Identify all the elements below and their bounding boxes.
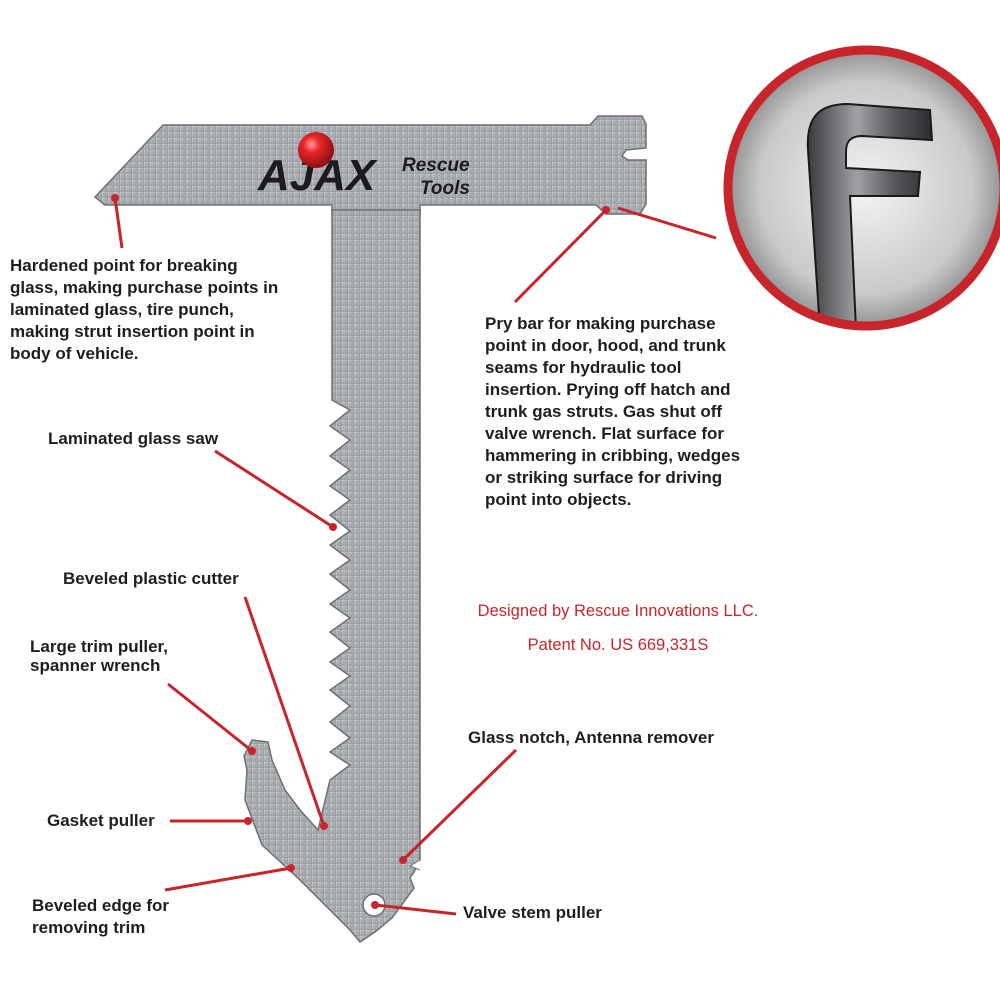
ajax-logo-sub-2: Tools <box>420 178 470 199</box>
credit-designer: Designed by Rescue Innovations LLC. <box>477 602 759 620</box>
ajax-logo: AJAX Rescue Tools <box>257 132 470 200</box>
credit-block: Designed by Rescue Innovations LLC. Pate… <box>455 586 781 671</box>
callout-large-trim-puller: Large trim puller, spanner wrench <box>30 637 168 675</box>
leader-trim-puller <box>167 682 253 753</box>
glass-notch <box>408 859 421 871</box>
leader-plastic-cutter <box>243 596 326 827</box>
leader-dots <box>111 194 610 909</box>
leader-pry-bar <box>513 208 608 304</box>
credit-patent: Patent No. US 669,331S <box>527 636 709 654</box>
red-ball-icon <box>298 132 334 168</box>
leader-glass-notch <box>401 748 518 862</box>
leader-valve-stem <box>374 903 457 916</box>
leader-beveled-edge <box>164 866 292 892</box>
tool-shaft <box>243 209 421 943</box>
callout-valve-stem-puller: Valve stem puller <box>463 903 602 922</box>
hook-closeup-shape <box>806 102 934 326</box>
leader-hardened-point <box>113 197 124 249</box>
pry-hook-closeup <box>723 45 1000 331</box>
leader-closeup <box>617 206 717 240</box>
callout-hardened-point: Hardened point for breaking glass, makin… <box>10 256 279 363</box>
callout-beveled-edge: Beveled edge for removing trim <box>32 896 169 937</box>
ajax-logo-sub-1: Rescue <box>402 155 470 176</box>
callout-laminated-glass-saw: Laminated glass saw <box>48 429 219 448</box>
leader-lines <box>113 197 717 916</box>
leader-saw <box>214 449 334 529</box>
callout-pry-bar: Pry bar for making purchase point in doo… <box>485 314 741 509</box>
callout-beveled-plastic-cutter: Beveled plastic cutter <box>63 569 239 588</box>
rescue-tool: AJAX Rescue Tools <box>93 115 647 943</box>
callout-glass-notch: Glass notch, Antenna remover <box>468 728 714 747</box>
callout-gasket-puller: Gasket puller <box>47 811 155 830</box>
